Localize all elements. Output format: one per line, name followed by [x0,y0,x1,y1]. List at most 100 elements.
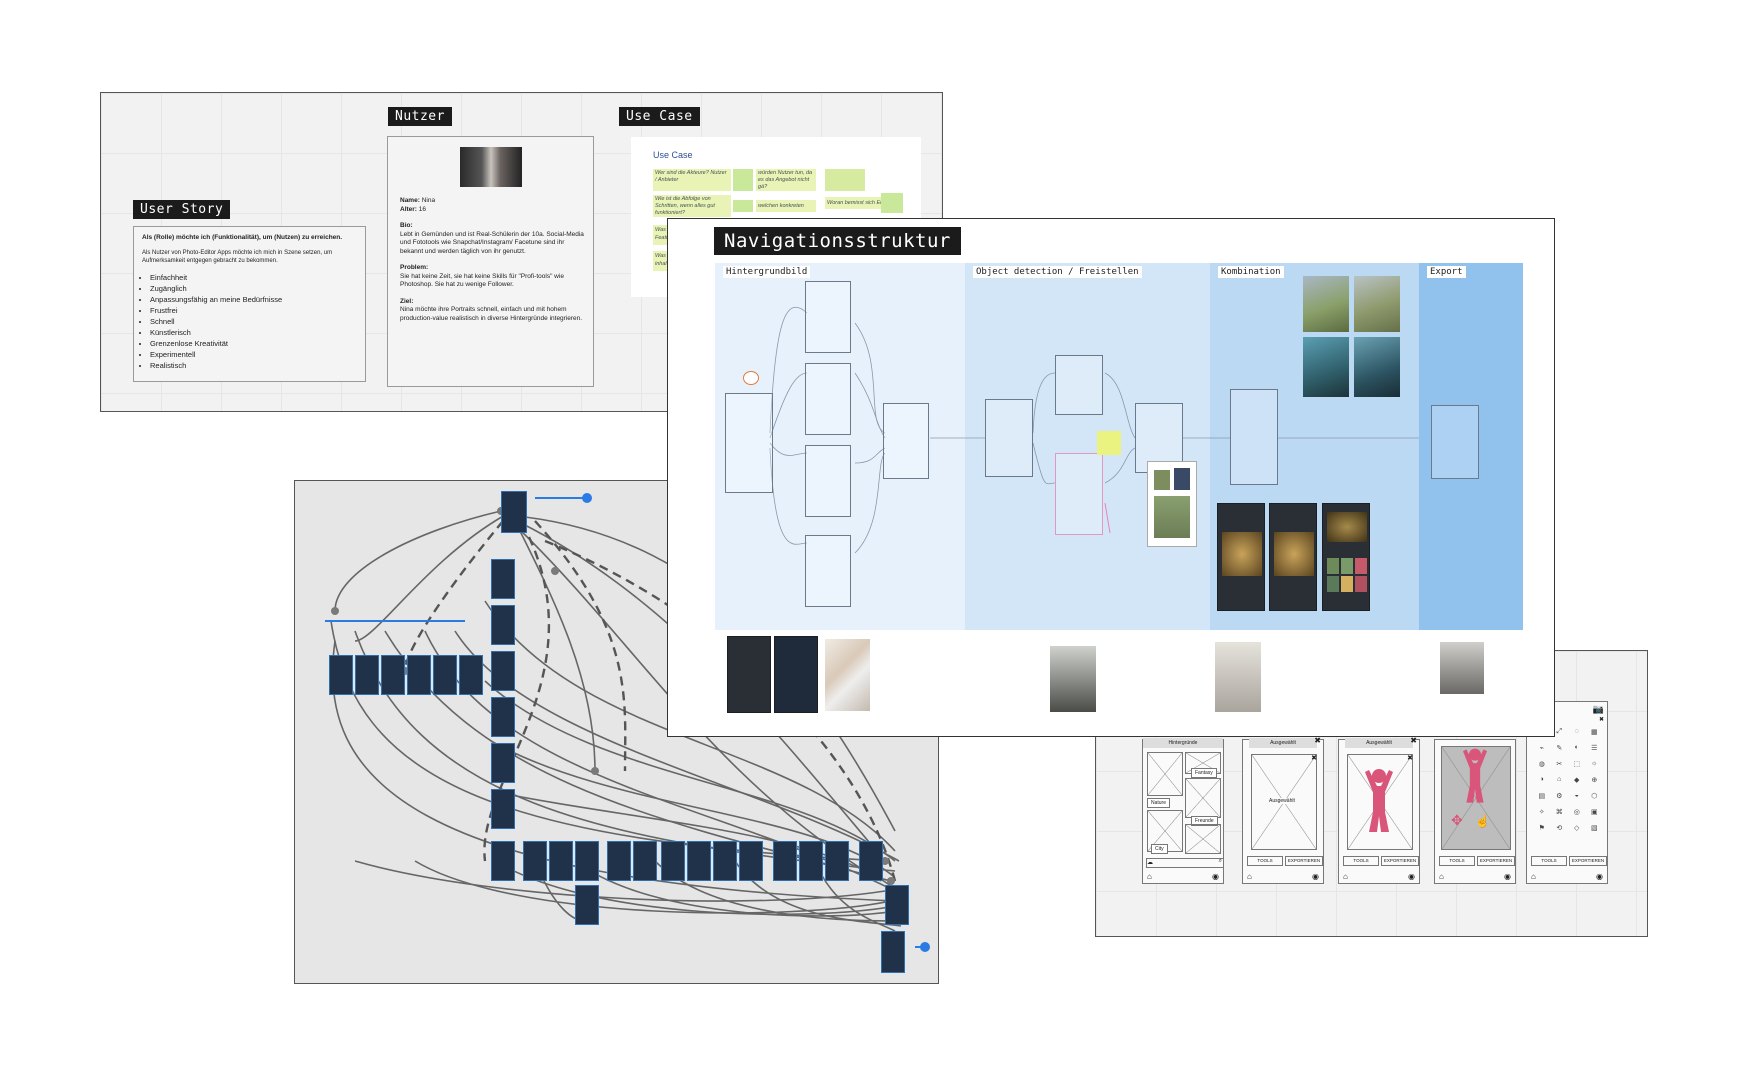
screen-thumbnail[interactable] [381,655,405,695]
photo [1154,496,1190,538]
tool-icon[interactable]: ✧ [1538,809,1545,816]
tool-icon[interactable]: ⌘ [1555,809,1563,816]
hand-cursor-icon: ☝ [1475,814,1490,828]
close-icon[interactable]: ✖ [1314,736,1321,745]
screen-thumbnail[interactable] [491,789,515,829]
move-icon[interactable]: ✥ [1451,812,1463,828]
screen-thumbnail[interactable] [433,655,457,695]
export-button[interactable]: EXPORTIEREN [1381,856,1419,866]
tool-icon[interactable]: ◒ [1574,792,1579,799]
screen-thumbnail[interactable] [713,841,737,881]
close-icon[interactable]: ✖ [1410,736,1417,745]
export-button[interactable]: EXPORTIEREN [1569,856,1607,866]
flow-box [805,363,851,435]
screen-thumbnail[interactable] [607,841,631,881]
tool-icon[interactable]: ✎ [1556,745,1563,752]
tool-icon[interactable]: ◎ [1573,809,1580,816]
screen-thumbnail[interactable] [575,841,599,881]
search-bar[interactable]: ☁⌕ [1146,858,1224,868]
tool-icon[interactable]: ✂ [1556,761,1563,768]
persona-photo [460,147,522,187]
tool-icon[interactable]: ⟲ [1556,825,1563,832]
use-case-question: Woran bemisst sich Erfolg? [827,200,894,206]
screen-thumbnail[interactable] [799,841,823,881]
tool-icon[interactable]: ▦ [1590,729,1598,736]
screen-thumbnail[interactable] [859,841,883,881]
user-story-tag: User Story [133,200,231,219]
close-icon[interactable]: ✖ [1407,755,1413,762]
screen-thumbnail[interactable] [661,841,685,881]
screen-thumbnail[interactable] [491,605,515,645]
screen-thumbnail[interactable] [491,559,515,599]
screen-thumbnail[interactable] [881,931,905,973]
home-icon[interactable]: ⌂ [1147,872,1152,881]
profile-icon[interactable]: ◉ [1408,872,1415,881]
tool-icon[interactable]: ◐ [1574,744,1579,751]
tool-icon[interactable]: ▣ [1590,809,1598,816]
tool-icon[interactable]: ◇ [1574,825,1580,832]
screen-thumbnail[interactable] [575,885,599,925]
tool-icon[interactable]: ◆ [1574,777,1580,784]
comment-icon[interactable] [743,371,759,385]
profile-icon[interactable]: ◉ [1596,872,1603,881]
screen-thumbnail[interactable] [501,491,527,533]
close-icon[interactable]: ✖ [1598,717,1604,723]
screen-thumbnail[interactable] [491,651,515,691]
tools-button[interactable]: TOOLS [1343,856,1379,866]
tool-icon[interactable]: ◌ [1574,728,1579,735]
export-button[interactable]: EXPORTIEREN [1477,856,1515,866]
tool-icon[interactable]: ⌂ [1557,776,1562,783]
tool-icon[interactable]: ⤢ [1556,728,1563,735]
profile-icon[interactable]: ◉ [1504,872,1511,881]
tools-button[interactable]: TOOLS [1439,856,1475,866]
home-icon[interactable]: ⌂ [1531,872,1536,881]
tool-icon[interactable]: ▤ [1538,793,1546,800]
category-nature[interactable]: Nature [1147,798,1171,808]
tool-icon[interactable]: ⊕ [1591,777,1598,784]
tool-icon[interactable]: ☰ [1591,745,1598,752]
screen-thumbnail[interactable] [491,697,515,737]
reference-photo [1215,642,1261,712]
home-icon[interactable]: ⌂ [1247,872,1252,881]
export-button[interactable]: EXPORTIEREN [1285,856,1323,866]
screen-thumbnail[interactable] [459,655,483,695]
category-city[interactable]: City [1151,844,1168,854]
tools-button[interactable]: TOOLS [1247,856,1283,866]
tool-icon[interactable]: ⚑ [1538,825,1545,832]
screen-thumbnail[interactable] [687,841,711,881]
home-icon[interactable]: ⌂ [1439,872,1444,881]
profile-icon[interactable]: ◉ [1312,872,1319,881]
tool-icon[interactable]: ▧ [1590,825,1598,832]
tool-icon[interactable]: ☼ [1591,760,1598,767]
home-icon[interactable]: ⌂ [1343,872,1348,881]
tools-button[interactable]: TOOLS [1531,856,1567,866]
screen-thumbnail[interactable] [355,655,379,695]
category-fantasy[interactable]: Fantasy [1191,768,1217,778]
tool-icon[interactable]: ⬚ [1573,761,1581,768]
tool-icon[interactable]: ⌁ [1539,745,1544,752]
list-item: Zugänglich [150,283,282,294]
persona-text: Name: Nina Alter: 16 Bio: Lebt in Gemünd… [400,197,585,323]
screen-thumbnail[interactable] [739,841,763,881]
screen-thumbnail[interactable] [773,841,797,881]
screen-thumbnail[interactable] [549,841,573,881]
tool-icon[interactable]: ◑ [1539,776,1544,783]
tool-icon[interactable]: ◍ [1538,761,1545,768]
screen-thumbnail[interactable] [825,841,849,881]
screen-thumbnail[interactable] [491,841,515,881]
tool-icon[interactable]: ⬡ [1591,793,1598,800]
screen-thumbnail[interactable] [633,841,657,881]
screen-thumbnail[interactable] [491,743,515,783]
problem-label: Problem: [400,264,429,271]
close-icon[interactable]: ✖ [1311,755,1317,762]
screen-thumbnail[interactable] [523,841,547,881]
profile-icon[interactable]: ◉ [1212,872,1219,881]
screen-thumbnail[interactable] [407,655,431,695]
camera-icon[interactable]: 📷 [1592,704,1604,714]
screen-thumbnail[interactable] [885,885,909,925]
use-case-note: würden Nutzer tun, da es das Angebot nic… [758,170,813,190]
flow-box [1055,355,1103,415]
tool-icon[interactable]: ⚙ [1556,793,1563,800]
screen-thumbnail[interactable] [329,655,353,695]
